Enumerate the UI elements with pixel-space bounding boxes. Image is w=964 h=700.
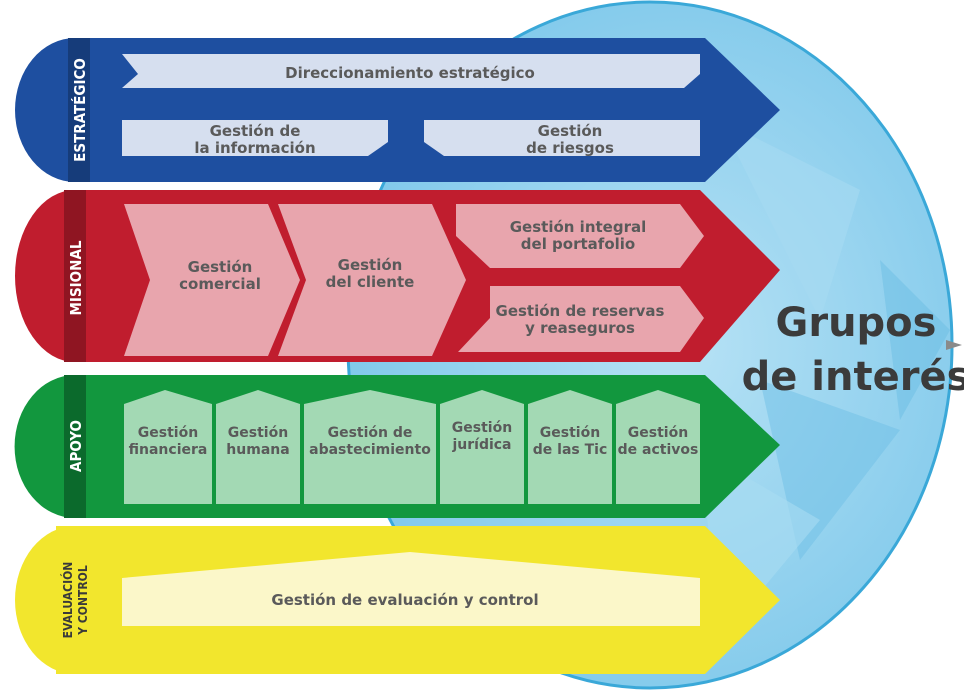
reservas-label-1: Gestión de reservas bbox=[496, 302, 665, 320]
evaluacion-box bbox=[122, 552, 700, 626]
riesgos-box bbox=[424, 120, 700, 156]
band-apoyo-label: APOYO bbox=[67, 420, 85, 472]
band-evaluacion-label-2: Y CONTROL bbox=[76, 565, 90, 636]
portafolio-box bbox=[456, 204, 704, 268]
tic-label-1: Gestión bbox=[540, 425, 600, 441]
tic-box bbox=[528, 390, 612, 504]
band-misional-label-bar bbox=[64, 190, 86, 362]
abastecimiento-label-1: Gestión de bbox=[328, 425, 413, 441]
comercial-label-1: Gestión bbox=[188, 258, 253, 276]
band-misional-label: MISIONAL bbox=[67, 240, 85, 315]
activos-box bbox=[616, 390, 700, 504]
band-evaluacion-label-1: EVALUACIÓN bbox=[60, 562, 75, 639]
reservas-label-2: y reaseguros bbox=[525, 319, 635, 337]
juridica-label-2: jurídica bbox=[451, 437, 511, 453]
direccionamiento-box bbox=[122, 54, 700, 88]
evaluacion-label: Gestión de evaluación y control bbox=[271, 591, 538, 609]
juridica-label-1: Gestión bbox=[452, 420, 512, 436]
riesgos-label-1: Gestión bbox=[538, 122, 603, 140]
financiera-label-2: financiera bbox=[129, 442, 208, 458]
cliente-box bbox=[278, 204, 466, 356]
band-apoyo: APOYO Gestión financiera Gestión humana … bbox=[14, 375, 781, 518]
abastecimiento-label-2: abastecimiento bbox=[309, 442, 431, 458]
financiera-box bbox=[124, 390, 212, 504]
band-evaluacion: EVALUACIÓN Y CONTROL Gestión de evaluaci… bbox=[15, 526, 780, 674]
humana-label-1: Gestión bbox=[228, 425, 288, 441]
band-misional: MISIONAL Gestión comercial Gestión del c… bbox=[15, 190, 780, 362]
abastecimiento-box bbox=[304, 390, 436, 504]
band-evaluacion-label-bar bbox=[56, 526, 96, 674]
band-estrategico-label-bar bbox=[68, 38, 90, 182]
riesgos-label-2: de riesgos bbox=[526, 139, 614, 157]
stakeholders-line-2: de interés bbox=[742, 354, 964, 400]
cliente-label-1: Gestión bbox=[338, 256, 403, 274]
stakeholders-line-1: Grupos bbox=[776, 300, 937, 346]
humana-box bbox=[216, 390, 300, 504]
financiera-label-1: Gestión bbox=[138, 425, 198, 441]
portafolio-label-2: del portafolio bbox=[521, 235, 635, 253]
activos-label-1: Gestión bbox=[628, 425, 688, 441]
reservas-box bbox=[458, 286, 704, 352]
portafolio-label-1: Gestión integral bbox=[510, 218, 647, 236]
stakeholders-label: Grupos de interés bbox=[742, 300, 964, 400]
cliente-label-2: del cliente bbox=[326, 273, 415, 291]
info-box bbox=[122, 120, 388, 156]
tic-label-2: de las Tic bbox=[533, 442, 608, 458]
band-estrategico-label: ESTRATÉGICO bbox=[70, 58, 89, 162]
band-estrategico: ESTRATÉGICO Direccionamiento estratégico… bbox=[15, 38, 780, 182]
direccionamiento-label: Direccionamiento estratégico bbox=[285, 64, 535, 82]
info-label-1: Gestión de bbox=[210, 122, 301, 140]
activos-label-2: de activos bbox=[618, 442, 699, 458]
comercial-box bbox=[124, 204, 300, 356]
band-apoyo-label-bar bbox=[64, 375, 86, 518]
juridica-box bbox=[440, 390, 524, 504]
comercial-label-2: comercial bbox=[179, 275, 261, 293]
info-label-2: la información bbox=[194, 139, 315, 157]
humana-label-2: humana bbox=[226, 442, 289, 458]
